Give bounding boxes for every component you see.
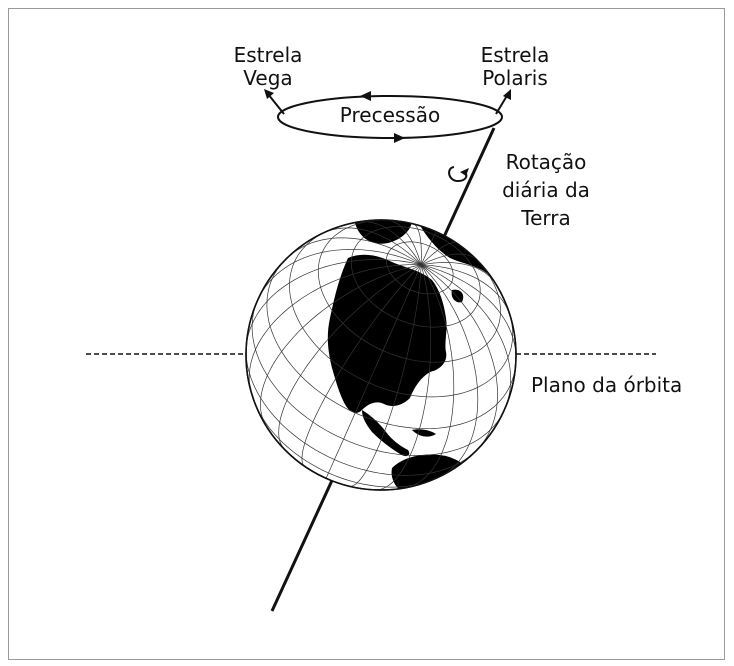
graticule-line	[421, 253, 477, 266]
graticule-line	[349, 264, 422, 487]
north-america-land	[327, 254, 447, 413]
vega-label-line1: Estrela	[233, 43, 303, 67]
graticule-line	[359, 221, 422, 265]
graticule-line	[301, 264, 422, 467]
graticule-line	[420, 264, 479, 477]
graticule-line	[406, 264, 455, 488]
graticule-line	[421, 264, 511, 315]
rotation-label-line1: Rotação	[505, 150, 587, 174]
rotation-label-line3: Terra	[521, 206, 571, 230]
graticule-line	[248, 264, 422, 392]
vega-arrow	[267, 93, 285, 115]
polaris-label-line1: Estrela	[480, 43, 550, 67]
graticule-line	[388, 220, 422, 265]
graticule-line	[246, 259, 422, 349]
polaris-arrow-head-icon	[503, 89, 511, 100]
graticule-line	[325, 264, 422, 479]
vega-arrow-head-icon	[264, 89, 274, 99]
vega-label: Estrela Vega	[227, 44, 309, 90]
precession-arrow-top-icon	[360, 91, 371, 101]
orbit-plane-label: Plano da órbita	[531, 373, 683, 397]
graticule-line	[421, 264, 516, 357]
graticule-line	[413, 223, 422, 265]
graticule-line	[289, 237, 422, 266]
graticule-line	[324, 227, 422, 266]
precession-ellipse	[277, 95, 503, 139]
precession-arrow-bottom-icon	[394, 133, 405, 143]
graticule-line	[420, 242, 457, 266]
rotation-label: Rotação diária da Terra	[490, 148, 602, 232]
earth-globe	[245, 219, 517, 491]
vega-label-line2: Vega	[243, 66, 293, 90]
graticule-line	[375, 264, 432, 490]
caribbean-land	[412, 429, 436, 437]
graticule-line	[421, 262, 495, 283]
circular-arrow-icon	[448, 166, 469, 183]
graticule-line	[278, 264, 422, 450]
rotation-label-line2: diária da	[502, 178, 590, 202]
precession-label: Precessão	[339, 103, 441, 127]
graticule-line	[420, 264, 498, 451]
graticule-line	[420, 231, 437, 265]
islands-land	[398, 284, 464, 309]
globe-graticule	[246, 220, 516, 490]
graticule-line	[257, 249, 422, 301]
polaris-label: Estrela Polaris	[470, 44, 560, 90]
central-america-land	[362, 410, 410, 457]
graticule-line	[421, 264, 512, 411]
polaris-label-line2: Polaris	[482, 66, 548, 90]
graticule-line	[260, 264, 422, 425]
